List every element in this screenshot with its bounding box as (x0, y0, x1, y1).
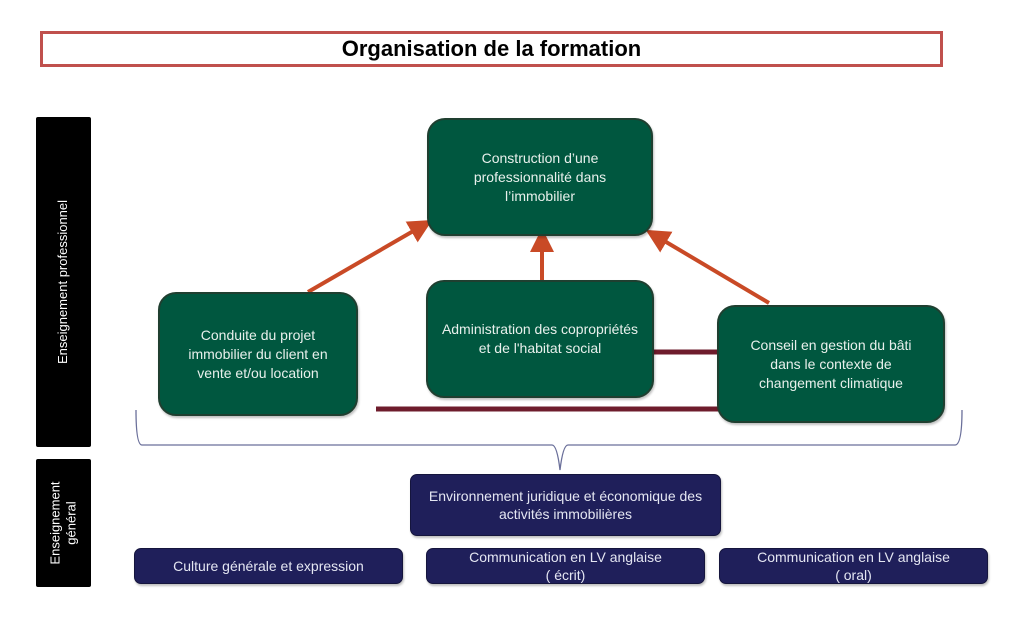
block-environnement: Environnement juridique et économique de… (410, 474, 721, 536)
block-communication-oral-line2: ( oral) (835, 567, 872, 583)
block-communication-oral-line1: Communication en LV anglaise (757, 549, 950, 565)
brace (135, 409, 963, 471)
arrow-conduite-to-construction (306, 219, 433, 294)
block-administration: Administration des copropriétés et de l'… (426, 280, 654, 398)
page-title: Organisation de la formation (341, 36, 642, 61)
title-box: Organisation de la formation (40, 31, 943, 67)
block-communication-oral: Communication en LV anglaise ( oral) (719, 548, 988, 584)
block-communication-ecrit-line1: Communication en LV anglaise (469, 549, 662, 565)
block-communication-ecrit: Communication en LV anglaise ( écrit) (426, 548, 705, 584)
block-environnement-text: Environnement juridique et économique de… (428, 488, 703, 522)
block-construction-text: Construction d’une professionnalité dans… (473, 149, 607, 204)
block-conseil-text: Conseil en gestion du bâti dans le conte… (750, 336, 912, 391)
arrow-conseil-to-construction (645, 229, 771, 305)
block-conduite-text: Conduite du projet immobilier du client … (188, 326, 328, 381)
side-label-professional: Enseignement professionnel (36, 117, 91, 447)
block-administration-text: Administration des copropriétés et de l'… (441, 321, 639, 356)
block-construction: Construction d’une professionnalité dans… (427, 118, 653, 236)
block-conseil: Conseil en gestion du bâti dans le conte… (717, 305, 945, 423)
block-communication-ecrit-line2: ( écrit) (545, 567, 586, 583)
block-culture: Culture générale et expression (134, 548, 403, 584)
block-conduite: Conduite du projet immobilier du client … (158, 292, 358, 416)
block-culture-text: Culture générale et expression (173, 558, 364, 574)
side-label-general: Enseignement général (36, 459, 91, 587)
